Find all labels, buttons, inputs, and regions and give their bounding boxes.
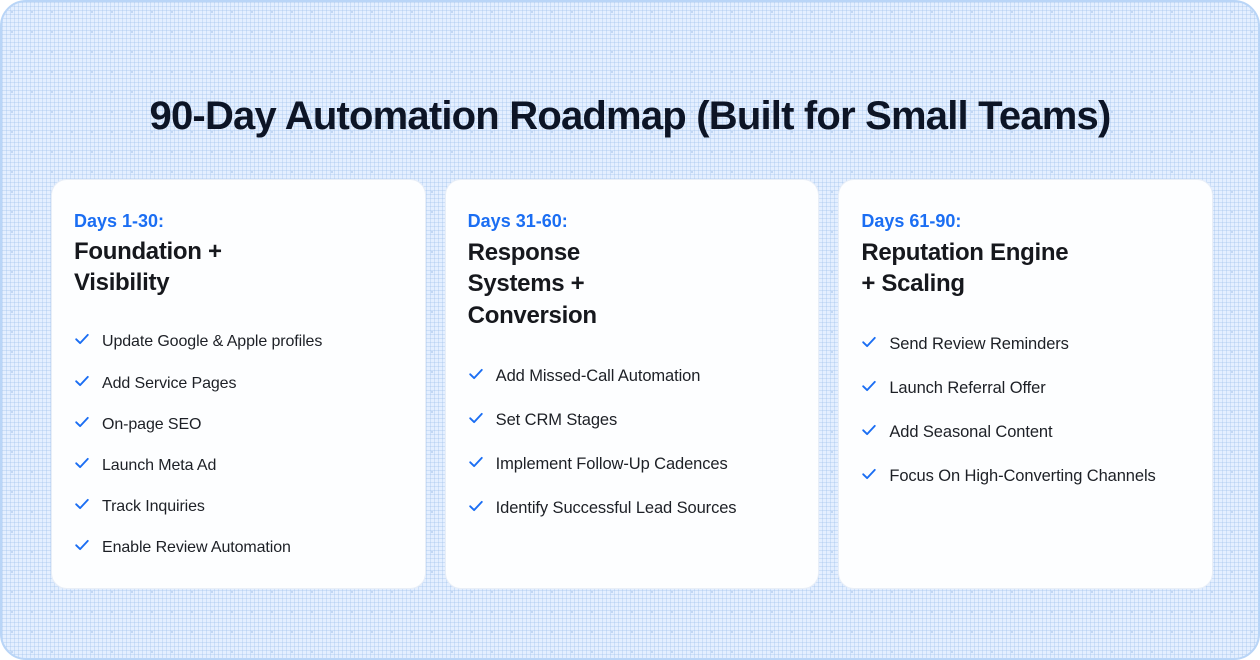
task-text: Launch Referral Offer bbox=[889, 379, 1046, 398]
roadmap-cards-row: Days 1-30: Foundation + Visibility Updat… bbox=[51, 179, 1214, 589]
check-icon bbox=[861, 466, 877, 486]
title-container: 90-Day Automation Roadmap (Built for Sma… bbox=[2, 66, 1258, 166]
task-text: Enable Review Automation bbox=[102, 539, 291, 557]
list-item: Send Review Reminders bbox=[861, 333, 1190, 357]
list-item: Identify Successful Lead Sources bbox=[468, 497, 797, 521]
check-icon bbox=[861, 334, 877, 354]
card-heading: Foundation + Visibility bbox=[74, 237, 222, 297]
list-item: Enable Review Automation bbox=[74, 536, 403, 559]
page-title: 90-Day Automation Roadmap (Built for Sma… bbox=[149, 93, 1112, 138]
task-text: On-page SEO bbox=[102, 415, 202, 433]
task-text: Launch Meta Ad bbox=[102, 456, 217, 474]
card-heading: Response Systems + Conversion bbox=[467, 238, 597, 330]
list-item: Focus On High-Converting Channels bbox=[861, 465, 1190, 489]
task-list: Add Missed-Call Automation Set CRM Stage… bbox=[468, 365, 797, 541]
card-days-label: Days 31-60: bbox=[467, 211, 568, 231]
task-text: Send Review Reminders bbox=[889, 335, 1069, 354]
list-item: Track Inquiries bbox=[74, 495, 403, 518]
list-item: Launch Referral Offer bbox=[861, 377, 1190, 401]
task-text: Add Seasonal Content bbox=[889, 423, 1053, 442]
roadmap-card-days-61-90: Days 61-90: Reputation Engine + Scaling … bbox=[838, 179, 1214, 589]
card-heading: Reputation Engine + Scaling bbox=[861, 238, 1069, 298]
list-item: Add Service Pages bbox=[74, 372, 403, 395]
roadmap-card-days-1-30: Days 1-30: Foundation + Visibility Updat… bbox=[51, 179, 426, 589]
list-item: Add Seasonal Content bbox=[861, 421, 1190, 445]
list-item: Add Missed-Call Automation bbox=[468, 365, 797, 389]
list-item: On-page SEO bbox=[74, 413, 403, 436]
check-icon bbox=[468, 410, 484, 430]
check-icon bbox=[74, 496, 90, 516]
list-item: Launch Meta Ad bbox=[74, 454, 403, 477]
task-list: Send Review Reminders Launch Referral Of… bbox=[861, 333, 1190, 509]
check-icon bbox=[468, 366, 484, 386]
roadmap-card-days-31-60: Days 31-60: Response Systems + Conversio… bbox=[444, 179, 820, 589]
card-days-label: Days 61-90: bbox=[861, 211, 962, 231]
task-text: Track Inquiries bbox=[102, 498, 205, 516]
list-item: Update Google & Apple profiles bbox=[74, 330, 403, 353]
task-text: Implement Follow-Up Cadences bbox=[495, 455, 728, 474]
task-text: Identify Successful Lead Sources bbox=[495, 498, 737, 517]
card-days-label: Days 1-30: bbox=[74, 211, 165, 231]
check-icon bbox=[74, 373, 90, 393]
list-item: Set CRM Stages bbox=[468, 409, 797, 433]
check-icon bbox=[861, 422, 877, 442]
list-item: Implement Follow-Up Cadences bbox=[468, 453, 797, 477]
task-text: Set CRM Stages bbox=[495, 411, 618, 430]
check-icon bbox=[74, 537, 90, 557]
check-icon bbox=[74, 414, 90, 434]
task-text: Focus On High-Converting Channels bbox=[889, 467, 1156, 486]
task-text: Add Missed-Call Automation bbox=[495, 367, 701, 386]
task-text: Add Service Pages bbox=[102, 374, 237, 392]
check-icon bbox=[468, 454, 484, 474]
check-icon bbox=[74, 331, 90, 351]
task-text: Update Google & Apple profiles bbox=[102, 333, 323, 351]
check-icon bbox=[468, 498, 484, 518]
task-list: Update Google & Apple profiles Add Servi… bbox=[74, 330, 403, 577]
check-icon bbox=[74, 455, 90, 475]
check-icon bbox=[861, 378, 877, 398]
